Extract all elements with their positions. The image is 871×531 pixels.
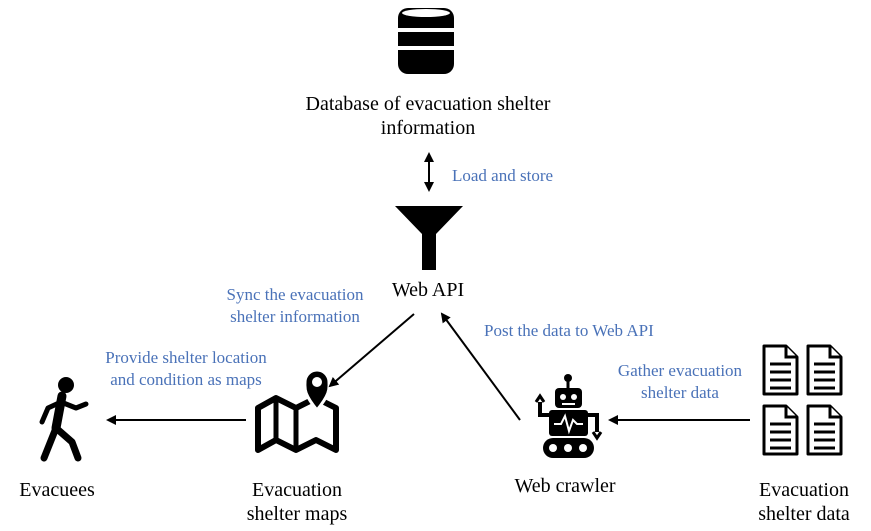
sync-label: Sync the evacuation shelter information [226, 285, 364, 326]
shelter-data-label: Evacuation shelter data [758, 479, 850, 525]
provide-label: Provide shelter location and condition a… [105, 348, 267, 389]
walking-person-icon [39, 377, 89, 462]
arrow-crawler-webapi [440, 312, 521, 421]
evacuees-label: Evacuees [19, 479, 95, 501]
load-store-label: Load and store [452, 166, 554, 185]
database-icon [396, 8, 456, 74]
arrow-webapi-maps [328, 313, 415, 388]
web-api-label: Web API [391, 279, 465, 301]
funnel-icon [395, 206, 463, 270]
post-label: Post the data to Web API [484, 321, 654, 340]
database-label: Database of evacuation shelter informati… [305, 93, 551, 139]
documents-icon [762, 344, 843, 456]
crawler-label: Web crawler [514, 475, 616, 497]
robot-icon [534, 374, 603, 458]
maps-label: Evacuation shelter maps [246, 479, 348, 525]
map-pin-icon [255, 368, 339, 453]
gather-label: Gather evacuation shelter data [617, 361, 743, 402]
